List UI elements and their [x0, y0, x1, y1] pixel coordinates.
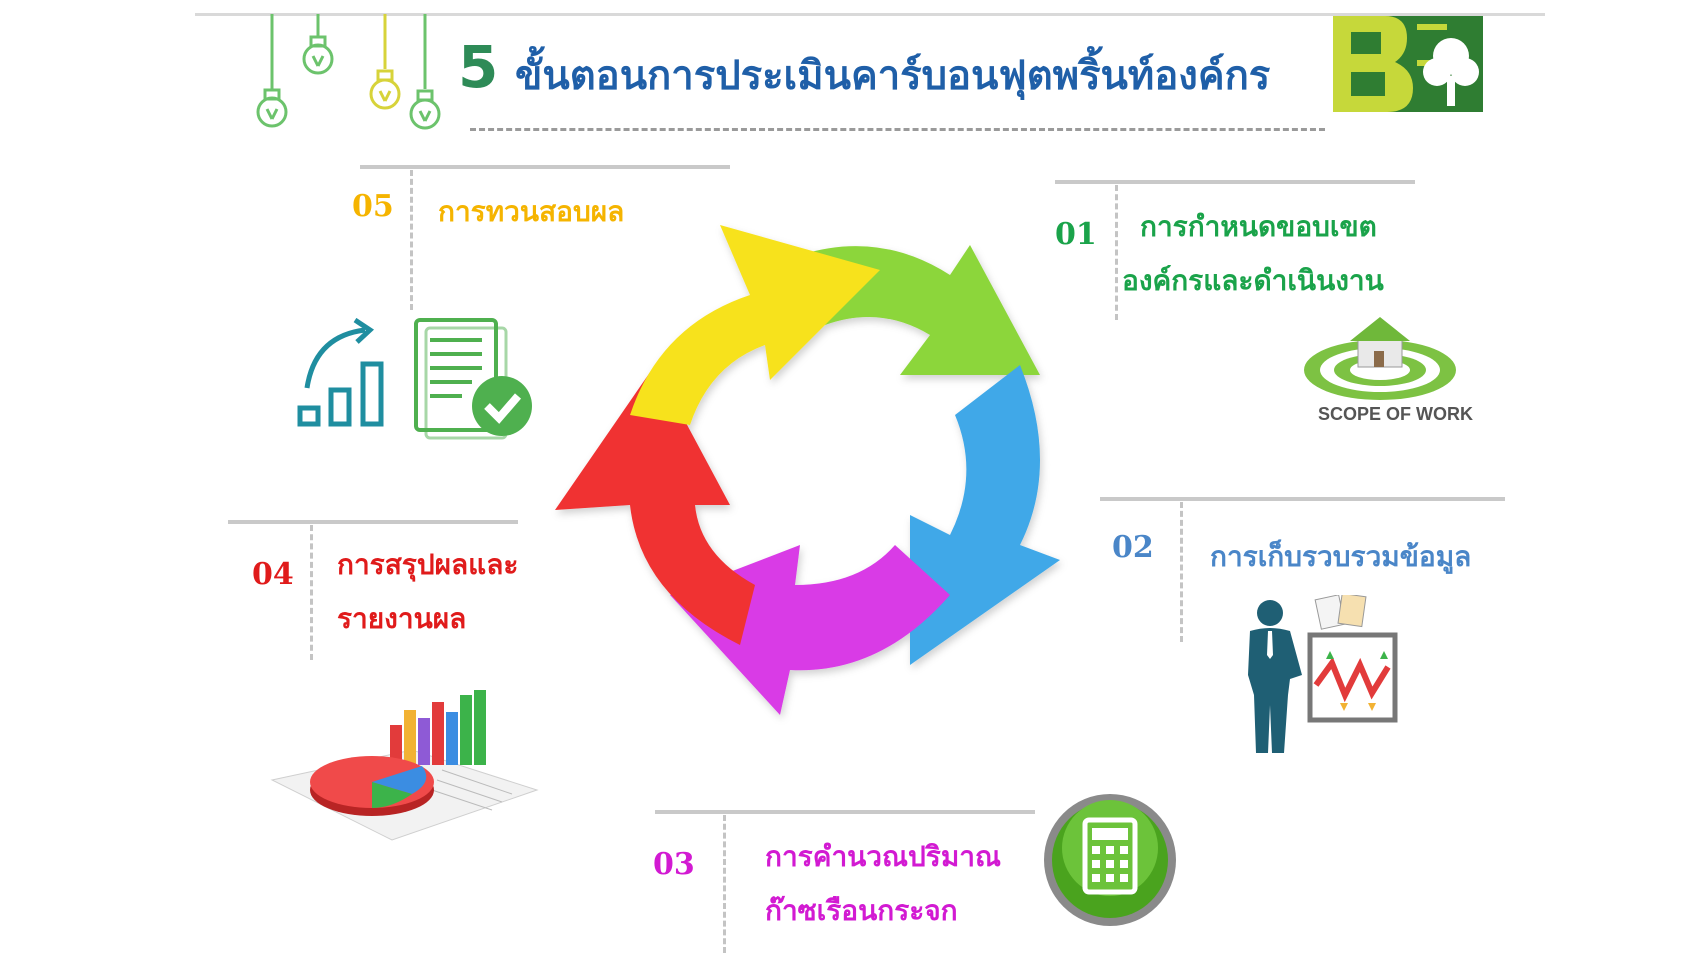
step-03-number: 03: [653, 847, 695, 882]
step-04-label-line2: รายงานผล: [337, 602, 467, 635]
step-04-label-line1: การสรุปผลและ: [337, 548, 519, 581]
house-target-icon: [1304, 317, 1456, 400]
light-bulb-icon: [256, 14, 288, 128]
step-04-line: [228, 520, 518, 524]
businessman-chart-icon: [1248, 595, 1398, 753]
step-01-label-line1: การกำหนดขอบเขต: [1140, 210, 1377, 243]
step-05-number: 05: [352, 189, 394, 224]
title-number: 5: [458, 33, 499, 101]
step-02-number: 02: [1112, 530, 1154, 565]
step-03-divider: [723, 815, 726, 953]
light-bulb-icon: [409, 14, 441, 130]
document-check-icon: [414, 318, 532, 440]
step-03-label-line1: การคำนวณปริมาณ: [765, 840, 1001, 873]
step-03-label-line2: ก๊าซเรือนกระจก: [765, 894, 958, 927]
step-02-divider: [1180, 502, 1183, 642]
scope-of-work-label: SCOPE OF WORK: [1318, 404, 1474, 424]
step-03-line: [655, 810, 1035, 814]
calculator-icon: [1044, 794, 1176, 926]
title-underline: [470, 128, 1325, 131]
step-01-divider: [1115, 185, 1118, 320]
light-bulb-icon: [302, 14, 334, 75]
logo-icon: [1333, 16, 1483, 112]
step-05-divider: [410, 170, 413, 310]
step-04-divider: [310, 525, 313, 660]
growth-chart-icon: [297, 318, 384, 427]
light-bulb-icon: [369, 14, 401, 110]
step-01-line: [1055, 180, 1415, 184]
light-bulbs-decoration: [256, 14, 441, 130]
step-05-label: การทวนสอบผล: [438, 195, 625, 228]
top-divider: [195, 13, 1545, 16]
step-05-line: [360, 165, 730, 169]
step-04-number: 04: [252, 557, 294, 592]
step-02-line: [1100, 497, 1505, 501]
page-title: ขั้นตอนการประเมินคาร์บอนฟุตพริ้นท์องค์กร: [515, 53, 1271, 99]
pie-bar-chart-icon: [270, 690, 539, 841]
step-01-label-line2: องค์กรและดำเนินงาน: [1122, 264, 1384, 297]
step-01-number: 01: [1055, 217, 1097, 252]
cycle-arrow-blue: [910, 365, 1060, 665]
cycle-arrow-red: [555, 365, 755, 645]
step-02-label: การเก็บรวบรวมข้อมูล: [1210, 540, 1472, 573]
cycle-arrow-yellow: [630, 225, 880, 425]
cycle-arrows-diagram: [555, 225, 1060, 715]
